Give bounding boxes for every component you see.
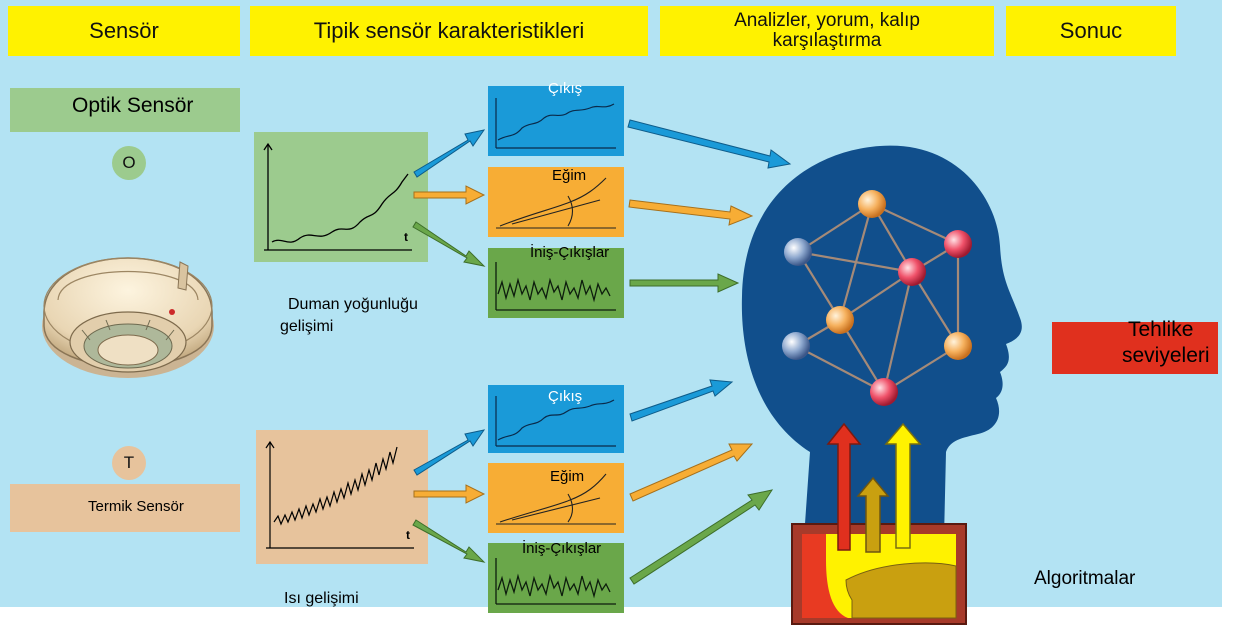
thermal-fluctuation-label: İniş-Çıkışlar	[522, 540, 602, 557]
thermal-symbol: T	[112, 446, 146, 480]
danger-level-line2: seviyeleri	[1122, 344, 1210, 367]
thermal-label-box	[10, 484, 240, 532]
header-analysis: Analizler, yorum, kalıp karşılaştırma	[660, 6, 994, 56]
header-analysis-line1: Analizler, yorum, kalıp	[734, 10, 920, 32]
thermal-sensor-label: Termik Sensör	[88, 498, 184, 515]
optical-output-label: Çıkış	[548, 80, 583, 97]
header-result: Sonuc	[1006, 6, 1176, 56]
smoke-caption-line1: Duman yoğunluğu	[288, 296, 418, 313]
optical-sensor-label: Optik Sensör	[72, 94, 194, 117]
header-characteristics: Tipik sensör karakteristikleri	[250, 6, 648, 56]
optical-output-panel	[488, 86, 624, 156]
header-sensor: Sensör	[8, 6, 240, 56]
optical-slope-panel	[488, 167, 624, 237]
algorithms-label: Algoritmalar	[1034, 568, 1136, 589]
smoke-caption-line2: gelişimi	[280, 318, 334, 335]
optical-axis-t: t	[404, 230, 408, 244]
thermal-slope-panel	[488, 463, 624, 533]
optical-symbol: O	[112, 146, 146, 180]
danger-level-line1: Tehlike	[1128, 318, 1194, 341]
header-analysis-line2: karşılaştırma	[772, 30, 882, 51]
network-nodes	[782, 190, 972, 406]
algorithm-arrows	[826, 422, 922, 553]
thermal-axis-t: t	[406, 528, 410, 542]
heat-development-graph	[256, 430, 428, 564]
thermal-output-label: Çıkış	[548, 388, 583, 405]
danger-level-box	[1052, 322, 1218, 374]
heat-caption: Isı gelişimi	[284, 590, 359, 607]
thermal-fluctuation-panel	[488, 543, 624, 613]
smoke-development-graph	[254, 132, 428, 262]
panel-to-head-arrows	[627, 119, 792, 585]
optical-slope-label: Eğim	[552, 167, 587, 184]
smoke-detector-icon	[42, 257, 214, 378]
optical-fluctuation-label: İniş-Çıkışlar	[530, 244, 610, 261]
thermal-output-panel	[488, 385, 624, 453]
graph-to-panel-arrows	[412, 129, 486, 563]
optical-fluctuation-panel	[488, 248, 624, 318]
optical-label-box	[10, 88, 240, 132]
thermal-slope-label: Eğim	[550, 468, 585, 485]
